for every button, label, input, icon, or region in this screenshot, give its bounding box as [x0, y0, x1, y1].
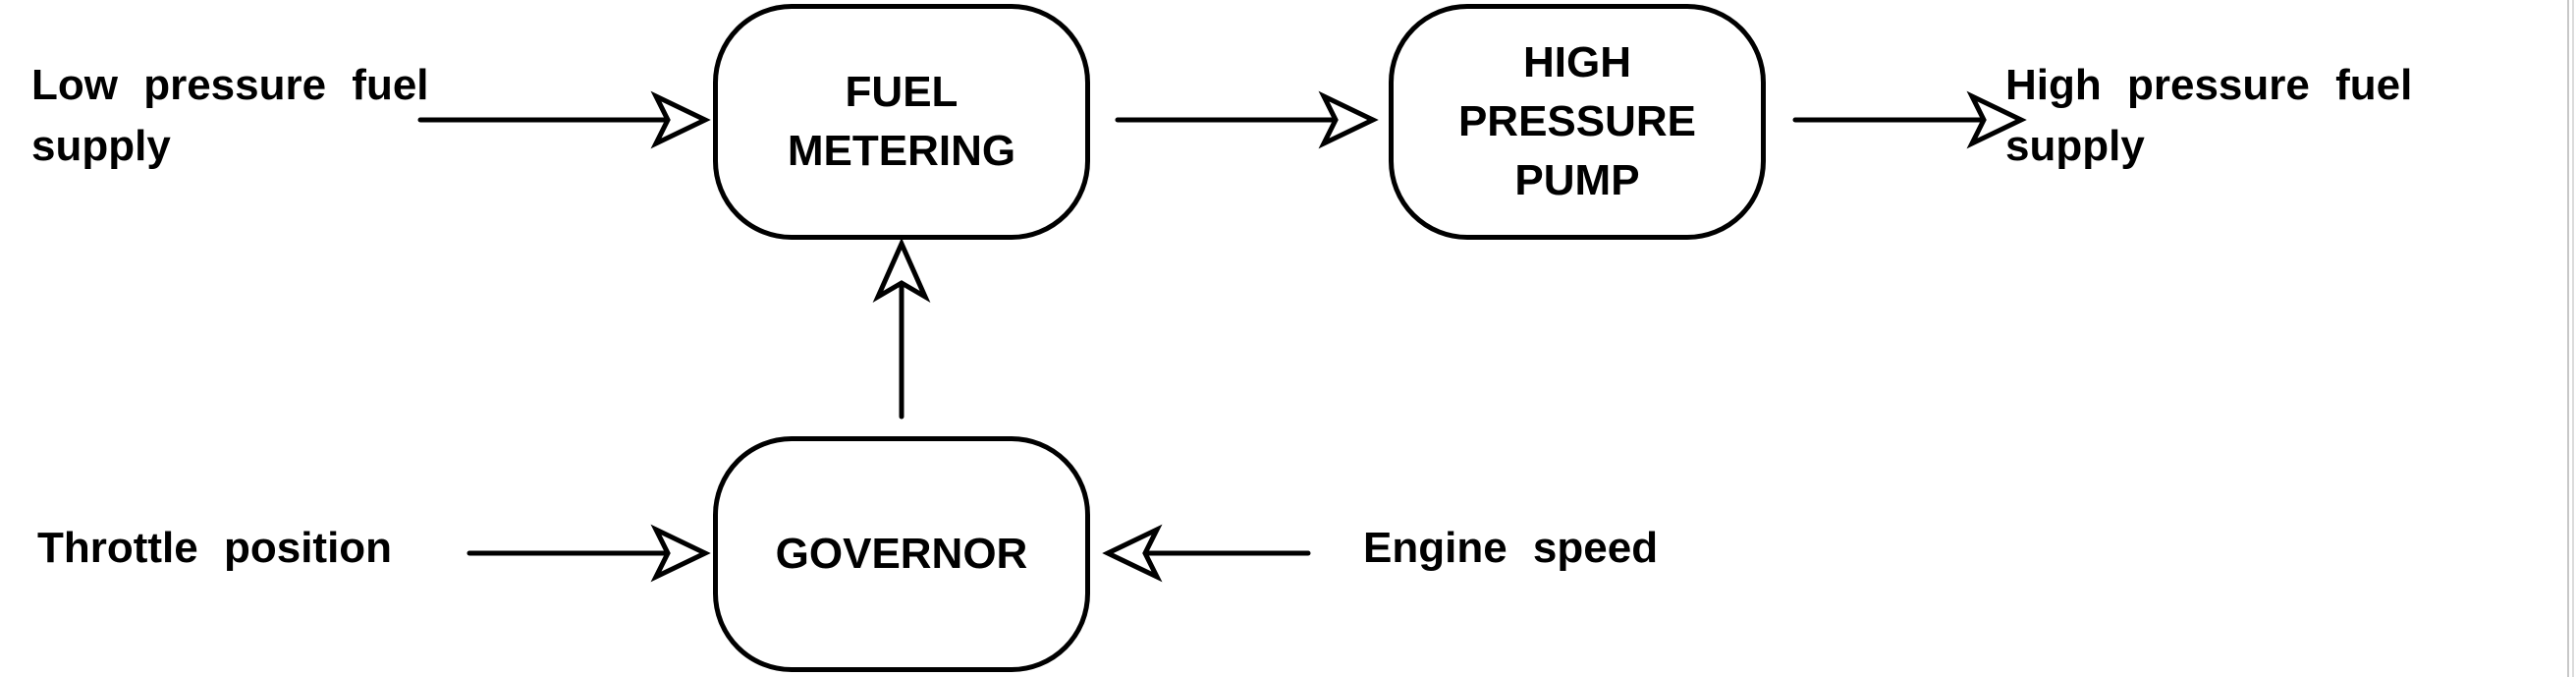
- low-pressure-supply-label-line2: supply: [31, 122, 171, 170]
- throttle-position-label: Throttle position: [37, 524, 393, 572]
- high-pressure-supply-label-line2: supply: [2005, 122, 2145, 170]
- governor-block: GOVERNOR: [713, 436, 1090, 672]
- right-border-line-outer: [2572, 0, 2574, 677]
- high-pressure-supply-label-line1: High pressure fuel: [2005, 61, 2413, 109]
- high-pressure-pump-label: HIGH PRESSURE PUMP: [1457, 38, 1697, 204]
- right-border-line: [2567, 0, 2569, 677]
- arrow-metering-to-pump: [1115, 90, 1379, 149]
- arrow-pump-to-high-pressure: [1792, 90, 2027, 149]
- governor-label: GOVERNOR: [775, 530, 1028, 578]
- arrow-throttle-to-governor: [466, 524, 711, 583]
- engine-speed-label: Engine speed: [1363, 524, 1659, 572]
- arrow-engine-speed-to-governor: [1102, 524, 1311, 583]
- low-pressure-supply-label-line1: Low pressure fuel: [31, 61, 429, 109]
- fuel-metering-block: FUEL METERING: [713, 4, 1090, 240]
- fuel-metering-label: FUEL METERING: [787, 68, 1016, 175]
- arrow-low-pressure-to-metering: [417, 90, 711, 149]
- high-pressure-pump-block: HIGH PRESSURE PUMP: [1389, 4, 1766, 240]
- arrow-governor-to-metering: [872, 237, 931, 420]
